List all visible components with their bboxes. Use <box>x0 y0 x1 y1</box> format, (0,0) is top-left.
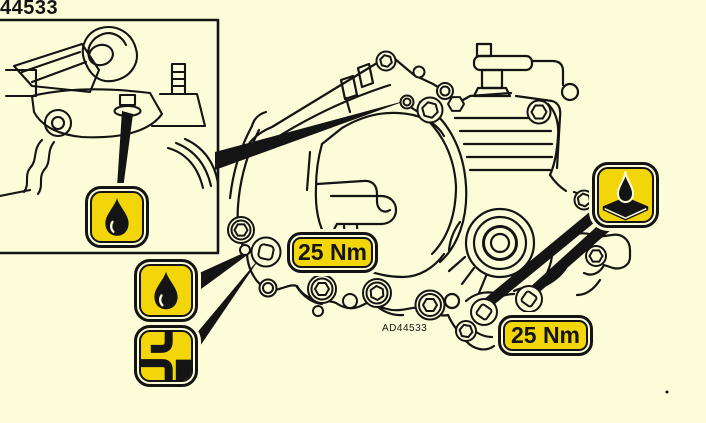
oil-drop-symbol <box>105 197 129 236</box>
leader-lines <box>117 100 613 352</box>
oil-drop-icon <box>134 259 198 322</box>
torque-label-right: 25 Nm <box>498 315 593 356</box>
oil-on-surface-symbol <box>602 171 649 221</box>
leader-inset <box>117 111 133 189</box>
corner-figure-id: 44533 <box>0 0 59 19</box>
leader-surface-1 <box>528 220 613 296</box>
leader-oil-left <box>197 245 261 292</box>
drawing-figure-id: AD44533 <box>382 323 428 334</box>
oil-drop-icon-inset <box>85 186 149 248</box>
bolts <box>227 50 607 342</box>
torque-label-left: 25 Nm <box>287 232 378 273</box>
inset-drawing <box>0 26 220 198</box>
oil-on-surface-icon <box>592 162 659 228</box>
inset-box <box>0 18 220 255</box>
oil-drop-symbol <box>154 271 178 310</box>
leader-main <box>215 100 408 170</box>
torque-value-right: 25 Nm <box>510 322 581 348</box>
leader-surface-2 <box>483 210 600 308</box>
leader-sealant <box>196 255 262 352</box>
sealant-groove-symbol <box>141 332 191 380</box>
torque-value-left: 25 Nm <box>297 239 368 265</box>
sealant-groove-icon <box>134 325 198 387</box>
